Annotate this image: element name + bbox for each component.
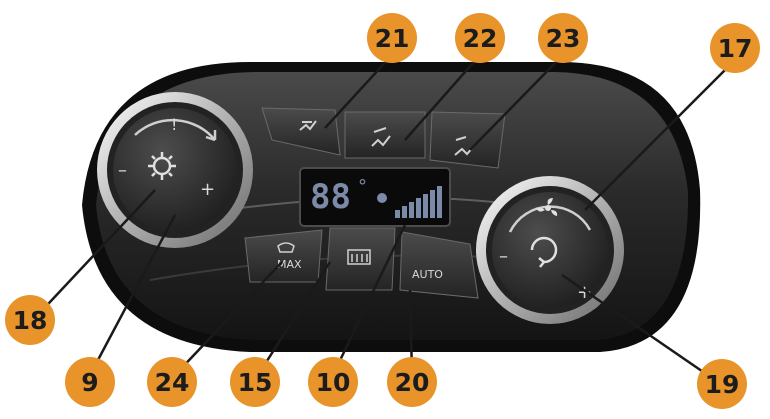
left-knob-top-mark: ! (171, 115, 177, 134)
fan-level-bars (395, 186, 442, 218)
defrost-max-button[interactable]: MAX (244, 229, 323, 283)
right-knob-minus: – (499, 246, 508, 267)
callout-10-label: 10 (316, 368, 351, 397)
rear-window-heater-icon (347, 249, 371, 265)
air-face-button[interactable] (344, 111, 426, 159)
callout-18-label: 18 (13, 306, 48, 335)
callout-22: 22 (455, 13, 505, 63)
fan-icon (377, 193, 387, 203)
callout-9-label: 9 (81, 368, 98, 397)
callout-22-label: 22 (463, 24, 498, 53)
air-distribution-face-icon (371, 127, 391, 147)
air-feet-button[interactable] (429, 111, 506, 169)
callout-23: 23 (538, 13, 588, 63)
leader-lines (34, 54, 726, 380)
callout-15-label: 15 (238, 368, 273, 397)
callout-10: 10 (308, 357, 358, 407)
callout-17-label: 17 (718, 34, 753, 63)
callout-19: 19 (697, 359, 747, 409)
callout-20-label: 20 (395, 368, 430, 397)
air-recirculation-icon (530, 236, 558, 268)
auto-label: AUTO (412, 268, 443, 281)
callout-23-label: 23 (546, 24, 581, 53)
temperature-readout: 88 (310, 177, 351, 217)
callout-24: 24 (147, 357, 197, 407)
callout-24-label: 24 (155, 368, 190, 397)
fan-icon (536, 198, 558, 216)
callout-17: 17 (710, 23, 760, 73)
callout-18: 18 (5, 295, 55, 345)
callout-19-label: 19 (705, 370, 740, 399)
temperature-display: 88 ° (299, 167, 451, 227)
air-face-feet-button[interactable] (261, 107, 341, 156)
windscreen-defrost-icon (277, 242, 295, 253)
left-knob[interactable]: ! – + (97, 92, 253, 248)
callout-21: 21 (367, 13, 417, 63)
air-distribution-face-feet-icon (299, 120, 317, 131)
fan-speed-icon (148, 152, 176, 180)
rear-defrost-button[interactable] (325, 227, 396, 291)
callout-9: 9 (65, 357, 115, 407)
callout-21-label: 21 (375, 24, 410, 53)
max-label: MAX (277, 258, 302, 271)
left-knob-minus: – (118, 160, 127, 181)
left-knob-plus: + (200, 179, 215, 200)
callout-15: 15 (230, 357, 280, 407)
right-knob[interactable]: – + (476, 176, 624, 324)
auto-button[interactable]: AUTO (399, 231, 479, 299)
degree-symbol: ° (358, 176, 367, 197)
right-knob-plus: + (577, 282, 592, 303)
callout-20: 20 (387, 357, 437, 407)
